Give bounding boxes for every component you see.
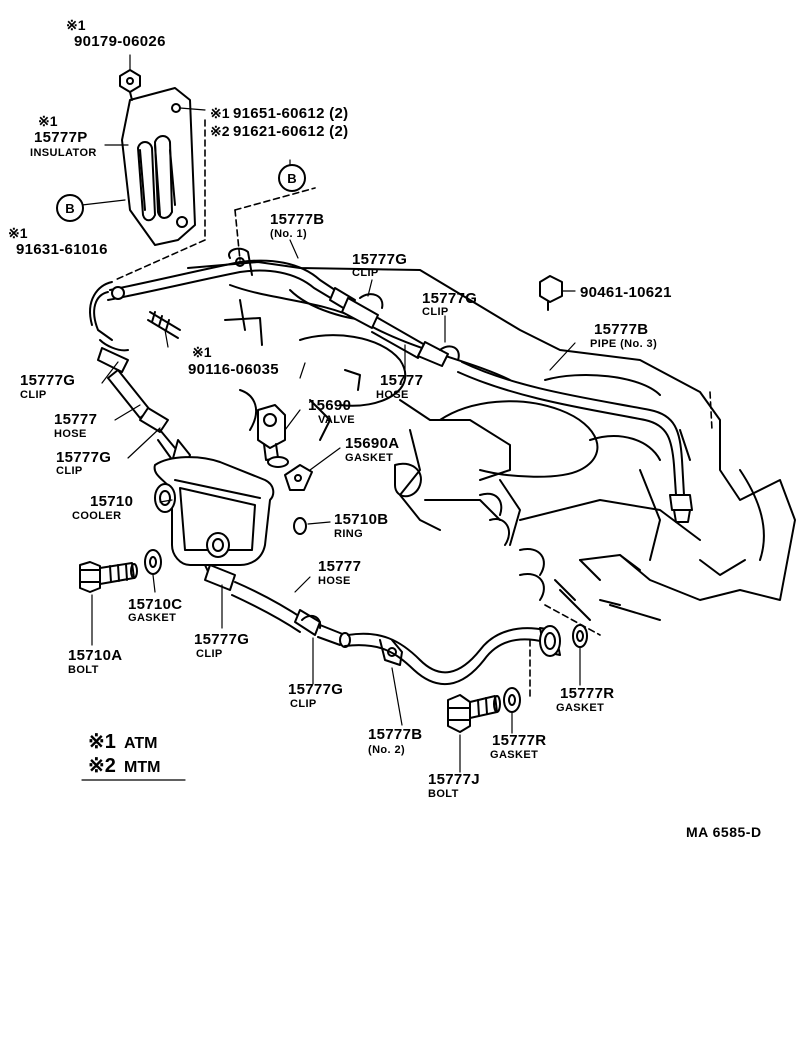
insulator-15777p bbox=[121, 87, 196, 246]
gasket-15710c bbox=[144, 549, 162, 575]
mark-91621: ※2 bbox=[210, 123, 230, 139]
name-15777g-left2: CLIP bbox=[56, 465, 83, 477]
label-15710c: 15710C bbox=[128, 596, 183, 613]
label-15710b: 15710B bbox=[334, 511, 389, 528]
name-15710b: RING bbox=[334, 528, 364, 540]
pipe-15777b-no2 bbox=[344, 625, 561, 686]
label-15777r-right: 15777R bbox=[560, 685, 615, 702]
label-15777g-left1: 15777G bbox=[20, 372, 76, 389]
pipe-15777b-no1 bbox=[89, 247, 339, 341]
name-15777-hose-low: HOSE bbox=[318, 575, 351, 587]
label-15710a: 15710A bbox=[68, 647, 123, 664]
label-91631: 91631-61016 bbox=[16, 241, 108, 258]
name-15710c: GASKET bbox=[128, 612, 177, 624]
leader-lines bbox=[81, 54, 581, 781]
name-15710: COOLER bbox=[72, 510, 122, 522]
name-15690: VALVE bbox=[318, 414, 356, 426]
name-15777p: INSULATOR bbox=[30, 147, 97, 159]
gasket-15777r-low bbox=[503, 687, 521, 713]
bolt-15777j bbox=[447, 694, 501, 733]
mark-90116: ※1 bbox=[192, 344, 212, 360]
label-15710: 15710 bbox=[90, 493, 134, 510]
name-15777g-low2: CLIP bbox=[290, 698, 317, 710]
callout-b-right: B bbox=[278, 164, 306, 192]
label-15777g-top: 15777G bbox=[352, 251, 408, 268]
legend-text-atm: ATM bbox=[124, 735, 158, 752]
mark-91631: ※1 bbox=[8, 225, 28, 241]
hose-lower bbox=[204, 564, 351, 648]
label-15777g-low2: 15777G bbox=[288, 681, 344, 698]
name-15777r-low: GASKET bbox=[490, 749, 539, 761]
name-15777r-right: GASKET bbox=[556, 702, 605, 714]
label-15690: 15690 bbox=[308, 397, 352, 414]
name-15690a: GASKET bbox=[345, 452, 394, 464]
name-15777b-no2: (No. 2) bbox=[368, 744, 406, 756]
legend-text-mtm: MTM bbox=[124, 759, 161, 776]
label-91651: 91651-60612 (2) bbox=[233, 105, 349, 122]
ring-15710b bbox=[293, 517, 307, 535]
name-15777g-top: CLIP bbox=[352, 267, 379, 279]
name-15777g-low1: CLIP bbox=[196, 648, 223, 660]
hose-left bbox=[97, 339, 191, 471]
callout-b-left: B bbox=[56, 194, 84, 222]
label-15690a: 15690A bbox=[345, 435, 400, 452]
name-15777-hose-mid: HOSE bbox=[376, 389, 409, 401]
stud-90116 bbox=[147, 311, 181, 339]
legend-mark-2: ※2 bbox=[88, 755, 116, 777]
gasket-15690a bbox=[284, 464, 313, 491]
name-15710a: BOLT bbox=[68, 664, 99, 676]
mark-90179: ※1 bbox=[66, 17, 86, 33]
mark-91651: ※1 bbox=[210, 105, 230, 121]
label-15777b-no1: 15777B bbox=[270, 211, 325, 228]
label-15777g-mid: 15777G bbox=[422, 290, 478, 307]
label-90461: 90461-10621 bbox=[580, 284, 672, 301]
label-15777g-low1: 15777G bbox=[194, 631, 250, 648]
mark-15777p: ※1 bbox=[38, 113, 58, 129]
bolt-90461 bbox=[539, 275, 563, 311]
name-15777b-no1: (No. 1) bbox=[270, 228, 308, 240]
label-91621: 91621-60612 (2) bbox=[233, 123, 349, 140]
name-15777-hose-left: HOSE bbox=[54, 428, 87, 440]
gasket-15777r-right bbox=[572, 624, 588, 648]
label-15777p: 15777P bbox=[34, 129, 88, 146]
cooler-15710 bbox=[153, 456, 275, 586]
label-90179: 90179-06026 bbox=[74, 33, 166, 50]
label-15777b-no2: 15777B bbox=[368, 726, 423, 743]
label-90116: 90116-06035 bbox=[188, 361, 279, 378]
legend-mark-1: ※1 bbox=[88, 731, 116, 753]
label-15777r-low: 15777R bbox=[492, 732, 547, 749]
insulator-dashed-outline bbox=[114, 119, 713, 701]
name-15777g-left1: CLIP bbox=[20, 389, 47, 401]
name-15777g-mid: CLIP bbox=[422, 306, 449, 318]
clip-hose-top bbox=[329, 287, 460, 367]
label-15777-hose-left: 15777 bbox=[54, 411, 98, 428]
drawing-code: MA 6585-D bbox=[686, 824, 762, 840]
label-15777b-no3: 15777B bbox=[594, 321, 649, 338]
label-15777-hose-mid: 15777 bbox=[380, 372, 424, 389]
intake-manifold-outline bbox=[187, 261, 796, 621]
name-15777b-no3: PIPE (No. 3) bbox=[590, 338, 658, 350]
label-15777g-left2: 15777G bbox=[56, 449, 112, 466]
pipe-15777b-no3 bbox=[457, 361, 693, 523]
bolt-15710a bbox=[79, 561, 138, 593]
valve-15690 bbox=[257, 404, 289, 468]
label-15777j: 15777J bbox=[428, 771, 480, 788]
name-15777j: BOLT bbox=[428, 788, 459, 800]
nut-90179 bbox=[119, 69, 141, 101]
label-15777-hose-low: 15777 bbox=[318, 558, 362, 575]
